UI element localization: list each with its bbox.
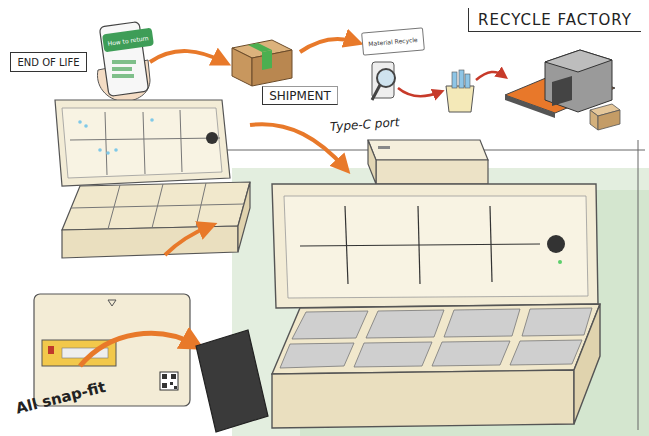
- node-text: Material Recycle: [368, 36, 418, 47]
- device-module: [196, 330, 268, 432]
- node-text: END OF LIFE: [17, 57, 79, 68]
- node-text: SHIPMENT: [269, 89, 331, 103]
- big-open-box: [272, 184, 600, 428]
- magnifier: [372, 62, 395, 100]
- small-open-box: [55, 100, 250, 258]
- closed-box: [368, 140, 488, 184]
- node-text: RECYCLE FACTORY: [478, 11, 632, 29]
- recycle-machine: [505, 50, 620, 130]
- text-box: SHIPMENT: [262, 86, 338, 105]
- label-text: Type-C port: [330, 115, 400, 134]
- node-text: How to return: [107, 34, 149, 47]
- text-box: RECYCLE FACTORY: [468, 8, 641, 32]
- recycle-bin: [446, 70, 474, 112]
- text-box: Material Recycle: [361, 27, 425, 55]
- package: [232, 40, 292, 86]
- background-panel: [232, 168, 649, 436]
- text-box: END OF LIFE: [10, 52, 87, 72]
